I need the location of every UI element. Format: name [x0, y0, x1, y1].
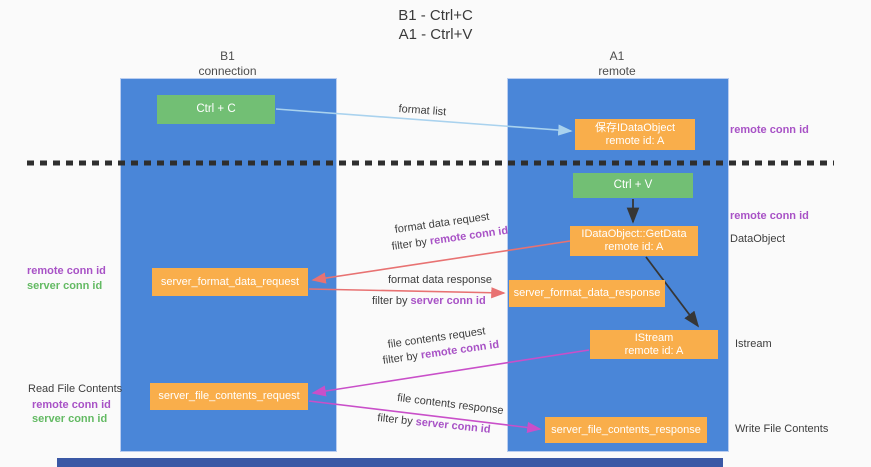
filter-by-text: filter by [391, 235, 431, 253]
box-server-format-data-response-label: server_format_data_response [513, 287, 661, 299]
filter-by-text: filter by [372, 295, 411, 307]
box-getdata-line2: remote id: A [604, 241, 664, 253]
diagram-title: B1 - Ctrl+C A1 - Ctrl+V [0, 6, 871, 44]
title-line-2: A1 - Ctrl+V [398, 26, 473, 43]
box-save-idataobject-line1: 保存IDataObject [594, 121, 676, 134]
lane-b1-name: B1 [220, 49, 235, 63]
side-label-write-file-contents: Write File Contents [735, 423, 829, 435]
side-label-remote-conn-id-right-mid: remote conn id [730, 210, 809, 222]
box-ctrl-v-label: Ctrl + V [613, 179, 653, 191]
lane-a1-subtitle: remote [598, 64, 636, 78]
side-label-istream: Istream [735, 338, 772, 350]
side-label-remote-conn-id-left-bottom: remote conn id [32, 399, 111, 411]
box-istream: IStream remote id: A [590, 330, 718, 359]
filter-by-text: filter by [382, 349, 422, 367]
box-save-idataobject: 保存IDataObject remote id: A [575, 119, 695, 150]
box-server-file-contents-response-label: server_file_contents_response [551, 423, 701, 436]
box-server-file-contents-request-label: server_file_contents_request [158, 390, 300, 402]
label-format-data-response: format data response [388, 274, 492, 286]
box-ctrl-c: Ctrl + C [157, 95, 275, 124]
server-conn-id-text: server conn id [410, 295, 486, 307]
side-label-remote-conn-id-right-top: remote conn id [730, 124, 809, 136]
side-label-read-file-contents: Read File Contents [28, 383, 123, 395]
title-line-1: B1 - Ctrl+C [398, 7, 473, 24]
box-ctrl-v: Ctrl + V [573, 173, 693, 198]
side-label-server-conn-id-left: server conn id [27, 280, 103, 292]
box-save-idataobject-line2: remote id: A [605, 134, 665, 147]
box-ctrl-c-label: Ctrl + C [196, 103, 236, 115]
lane-header-a1: A1 remote [507, 49, 727, 79]
label-filter-by-server-conn-id-1: filter by server conn id [372, 295, 486, 307]
box-server-format-data-request-label: server_format_data_request [160, 275, 300, 288]
arrow-format-data-response [308, 287, 506, 299]
side-label-server-conn-id-left-bottom: server conn id [32, 413, 108, 425]
bottom-window-edge [57, 458, 723, 467]
server-conn-id-text: server conn id [415, 416, 492, 436]
box-server-file-contents-request: server_file_contents_request [150, 383, 308, 410]
label-format-list: format list [398, 103, 447, 119]
lane-a1-name: A1 [609, 49, 625, 63]
side-label-dataobject: DataObject [730, 233, 786, 245]
box-server-file-contents-response: server_file_contents_response [545, 417, 707, 443]
side-label-remote-conn-id-left: remote conn id [27, 265, 106, 277]
box-server-format-data-response: server_format_data_response [509, 280, 665, 307]
box-getdata-line1: IDataObject::GetData [581, 228, 687, 240]
box-istream-line2: remote id: A [624, 344, 684, 357]
lane-b1-subtitle: connection [198, 64, 257, 78]
filter-by-text: filter by [376, 412, 417, 428]
box-istream-line1: IStream [634, 331, 674, 344]
label-file-contents-response: file contents response [396, 392, 505, 417]
label-filter-by-server-conn-id-2: filter by server conn id [377, 412, 491, 436]
box-idataobject-getdata: IDataObject::GetData remote id: A [570, 226, 698, 256]
lane-header-b1: B1 connection [120, 49, 335, 79]
box-server-format-data-request: server_format_data_request [152, 268, 308, 296]
